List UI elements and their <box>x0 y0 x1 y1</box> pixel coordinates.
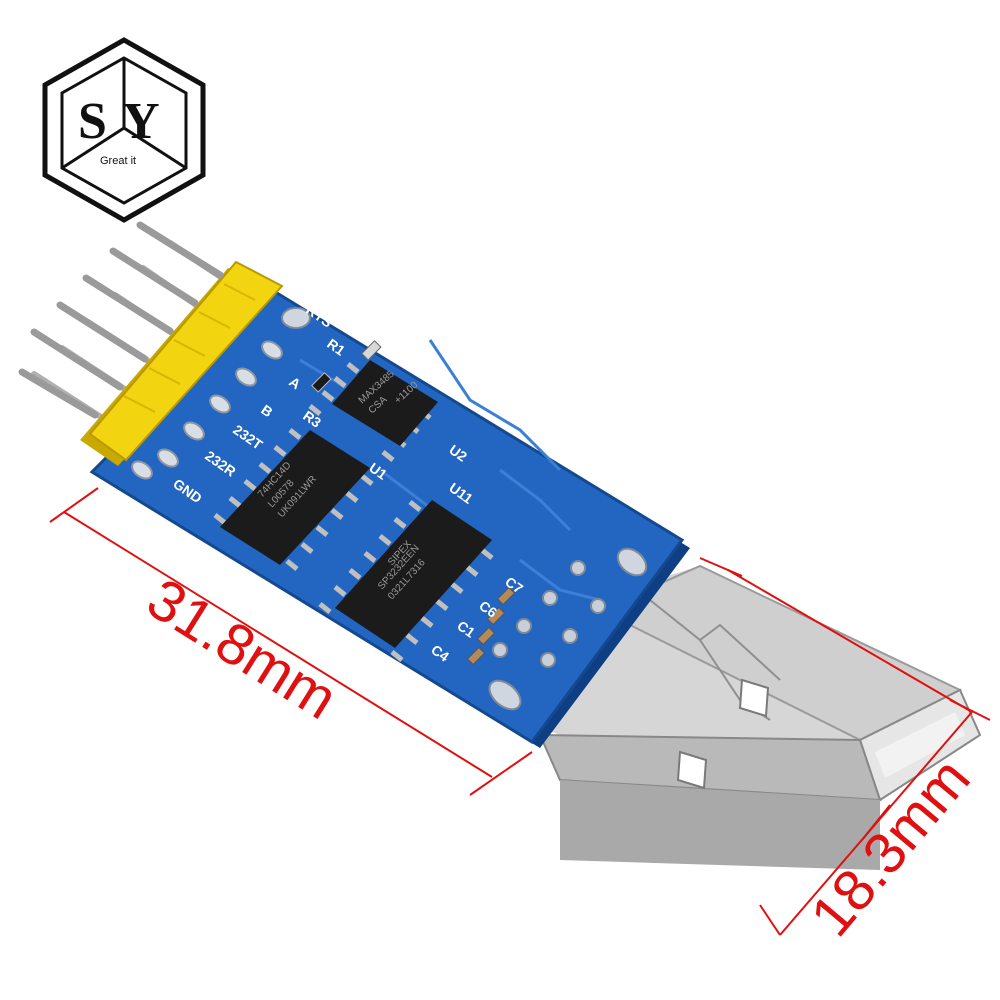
pin-header <box>80 260 284 466</box>
logo-tagline: Great it <box>100 155 136 167</box>
logo-letter-y: Y <box>122 93 160 150</box>
dimension-length <box>49 487 533 796</box>
mounting-hole <box>488 679 522 711</box>
brand-logo: S Y Great it <box>42 37 206 223</box>
mounting-hole <box>616 547 648 577</box>
chip-u11: SIPEX SP3232EEN 0321L7316 <box>318 500 494 662</box>
dimension-width <box>699 557 991 936</box>
mounting-hole <box>281 307 311 329</box>
pcb-board: MAX3485 CSA +1100 74HC14D L0057 <box>89 288 690 748</box>
header-pins-front <box>18 221 224 419</box>
solder-joints <box>131 340 283 480</box>
smd-components <box>311 340 516 666</box>
chip-u2: MAX3485 CSA +1100 <box>308 360 438 462</box>
logo-letter-s: S <box>78 93 107 150</box>
